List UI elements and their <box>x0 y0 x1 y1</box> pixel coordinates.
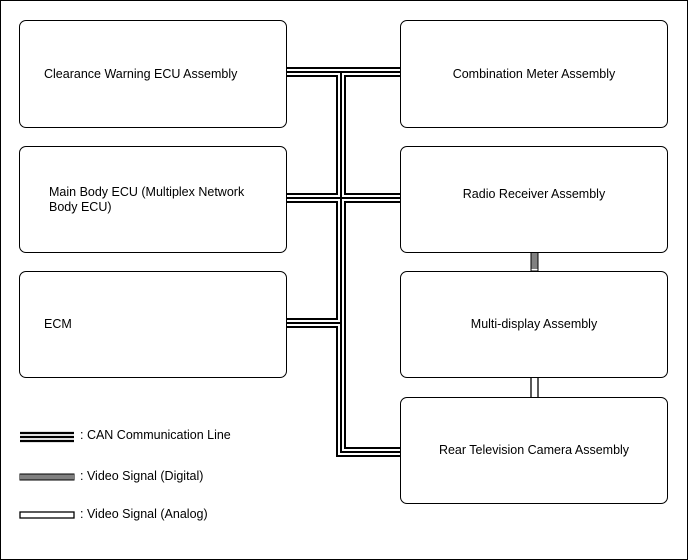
module-clearance-warning-ecu: Clearance Warning ECU Assembly <box>19 20 287 128</box>
can-line-gap <box>338 72 400 455</box>
module-multi-display: Multi-display Assembly <box>400 271 668 378</box>
can-trunk <box>336 72 400 457</box>
module-ecm: ECM <box>19 271 287 378</box>
module-label: Clearance Warning ECU Assembly <box>44 66 238 81</box>
legend-digital-symbol <box>19 473 75 481</box>
legend-video-analog-label: : Video Signal (Analog) <box>80 507 208 521</box>
legend-can: : CAN Communication Line <box>80 428 231 442</box>
can-bus-lines <box>287 67 400 457</box>
video-analog-line <box>530 376 539 399</box>
module-label: ECM <box>44 317 72 332</box>
legend-analog-symbol <box>19 511 75 519</box>
module-label: Radio Receiver Assembly <box>462 187 606 201</box>
legend-video-analog: : Video Signal (Analog) <box>80 507 208 521</box>
legend-video-digital: : Video Signal (Digital) <box>80 469 203 483</box>
module-main-body-ecu: Main Body ECU (Multiplex Network Body EC… <box>19 146 287 253</box>
legend-can-symbol <box>20 431 74 443</box>
can-line-core <box>340 72 400 453</box>
module-label: Rear Television Camera Assembly <box>438 443 630 458</box>
module-radio-receiver: Radio Receiver Assembly <box>400 146 668 253</box>
legend-can-label: : CAN Communication Line <box>80 428 231 442</box>
video-digital-line <box>530 251 539 272</box>
module-label: Main Body ECU (Multiplex Network Body EC… <box>49 185 245 214</box>
module-combination-meter: Combination Meter Assembly <box>400 20 668 128</box>
module-label: Combination Meter Assembly <box>452 66 616 81</box>
module-label: Multi-display Assembly <box>470 317 598 332</box>
module-rear-television-camera: Rear Television Camera Assembly <box>400 397 668 504</box>
legend-video-digital-label: : Video Signal (Digital) <box>80 469 204 483</box>
